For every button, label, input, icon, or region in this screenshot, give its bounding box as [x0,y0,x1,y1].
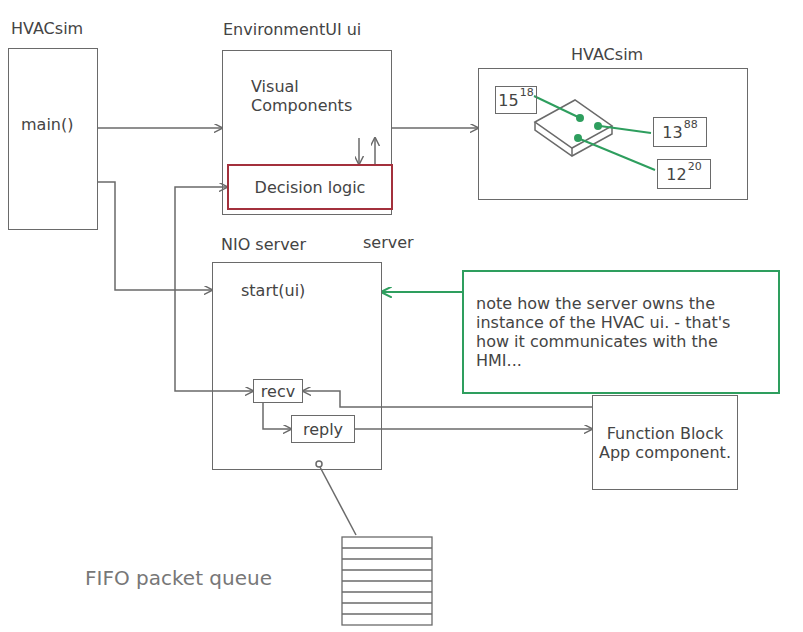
method-box: reply [291,415,355,443]
heading: HVACsim [571,45,643,64]
connector-arrow [263,403,291,429]
superscript-value: 18 [520,87,534,99]
box-text: reply [303,420,343,439]
connector-arrow [98,182,212,290]
connector-arrow [382,291,462,293]
connector-arrow [392,127,478,129]
superscript-value: 20 [688,161,702,173]
box-text: note how the server owns the instance of… [476,294,766,370]
sim-window: HVACsim151813881220 [478,68,748,200]
queue-label: FIFO packet queue [85,566,272,590]
heading: EnvironmentUI ui [223,20,361,39]
superscript-value: 88 [684,119,698,131]
component-box: Function Block App component. [592,395,738,490]
box-text: 13 [662,123,682,142]
temperature-box: 1518 [495,86,537,114]
heading: server [363,233,414,252]
logic-box: Decision logic [227,164,393,210]
heading: HVACsim [11,19,83,38]
connector-arrow [98,127,222,129]
box-text: start(ui) [241,281,305,300]
box-text: Function Block App component. [597,424,733,462]
method-box: recv [253,379,303,403]
box-text: main() [21,115,73,134]
temperature-box: 1388 [653,117,707,147]
connector-arrow [374,138,376,164]
box-text: Decision logic [255,178,366,197]
box-text: 15 [498,91,518,110]
connector-arrow [355,428,592,430]
fifo-queue-symbol [342,537,432,625]
temperature-box: 1220 [657,159,711,189]
sensor-leader [534,96,655,170]
box-text: recv [261,382,295,401]
server-box: NIO serverserverstart(ui)recvreply [212,262,382,470]
ui-class-box: EnvironmentUI uiVisual ComponentsDecisio… [222,50,392,215]
program-box: HVACsimmain() [8,48,98,230]
connector-arrow [358,138,360,164]
box-text: Visual Components [251,77,371,115]
queue-leader [316,461,356,535]
note-box: note how the server owns the instance of… [462,270,780,394]
box-text: 12 [666,165,686,184]
heading: NIO server [221,235,306,254]
